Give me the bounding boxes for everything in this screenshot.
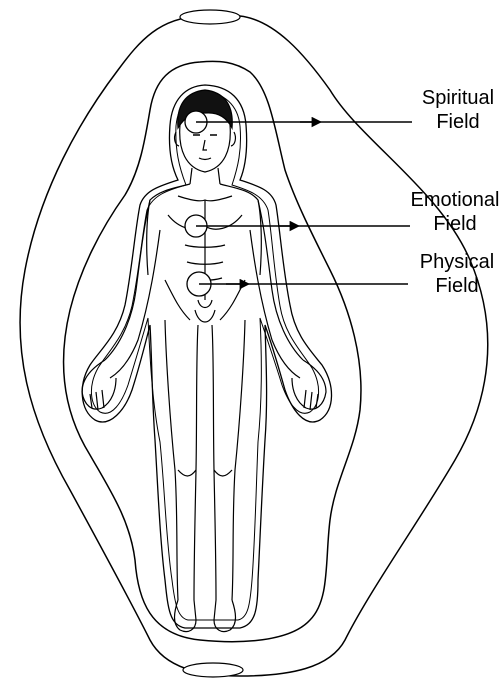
inner-field-boundary	[82, 85, 331, 628]
right-hand	[292, 360, 326, 409]
spiritual-label-line2: Field	[414, 110, 502, 134]
physical-label-line2: Field	[412, 274, 502, 298]
top-field-node	[180, 10, 240, 24]
bottom-field-node	[183, 663, 243, 677]
spiritual-field-label: Spiritual Field	[414, 86, 502, 134]
physical-label-line1: Physical	[412, 250, 502, 274]
right-leg	[212, 320, 245, 600]
inner-field-boundary-second-line	[91, 92, 318, 620]
left-hand	[82, 360, 116, 409]
left-foot	[175, 600, 197, 632]
human-figure	[82, 90, 326, 632]
physical-field-label: Physical Field	[412, 250, 502, 298]
right-foot	[214, 600, 236, 632]
spiritual-label-line1: Spiritual	[414, 86, 502, 110]
emotional-field-label: Emotional Field	[406, 188, 504, 236]
left-leg	[165, 320, 198, 600]
head	[180, 125, 231, 172]
neck	[190, 168, 220, 184]
emotional-label-line1: Emotional	[406, 188, 504, 212]
emotional-label-line2: Field	[406, 212, 504, 236]
